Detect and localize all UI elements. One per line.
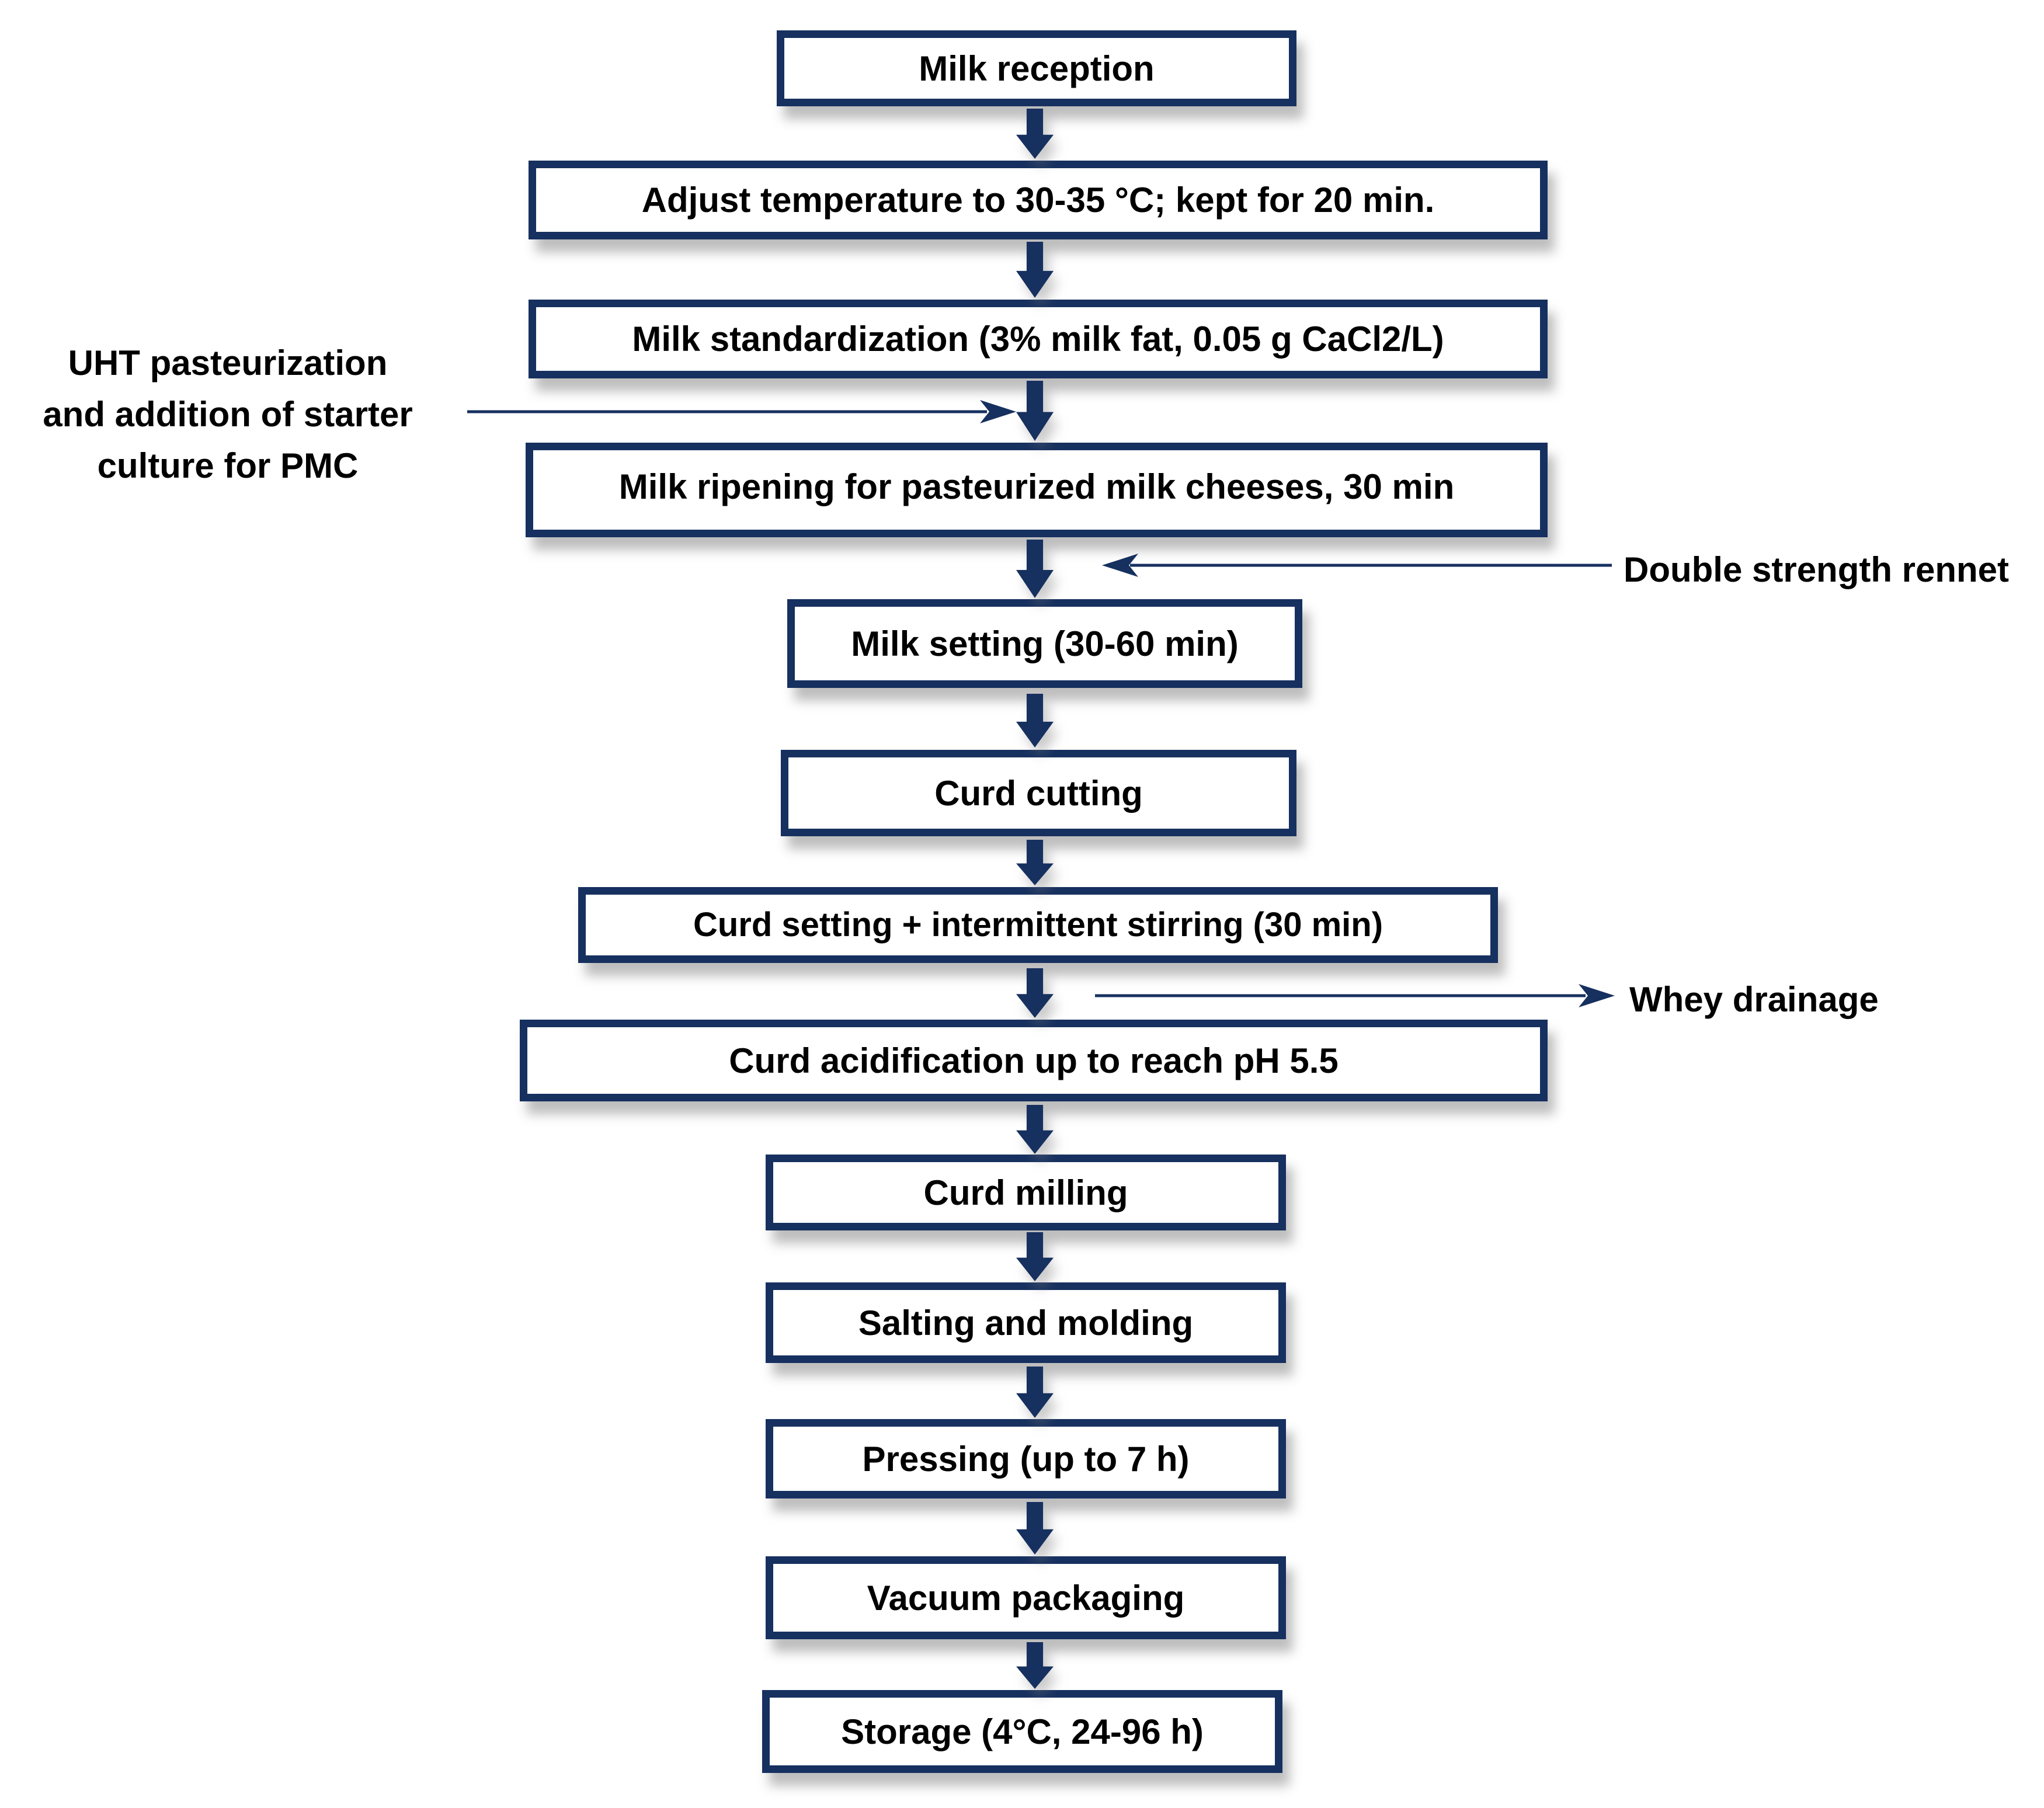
rennet-annotation-label: Double strength rennet — [1624, 550, 2010, 589]
step-box-milk-reception: Milk reception — [777, 30, 1296, 106]
flow-arrow-down-1 — [1016, 109, 1054, 159]
flow-arrow-down-12 — [1016, 1642, 1054, 1689]
flow-arrow-down-2 — [1016, 242, 1054, 298]
flow-arrow-down-5 — [1016, 694, 1054, 747]
flow-arrow-down-6 — [1016, 840, 1054, 885]
step-box-milk-ripening: Milk ripening for pasteurized milk chees… — [526, 443, 1548, 537]
step-box-salting-molding: Salting and molding — [766, 1282, 1286, 1363]
step-box-adjust-temperature: Adjust temperature to 30-35 °C; kept for… — [529, 161, 1548, 239]
down-arrow-icon — [1016, 1642, 1054, 1689]
down-arrow-icon — [1016, 1105, 1054, 1154]
step-box-curd-setting-stirring: Curd setting + intermittent stirring (30… — [578, 887, 1498, 963]
rennet-annotation-arrow — [1102, 554, 1612, 577]
step-box-vacuum-packaging: Vacuum packaging — [766, 1556, 1286, 1639]
step-box-curd-milling: Curd milling — [766, 1155, 1286, 1230]
step-box-milk-setting: Milk setting (30-60 min) — [787, 599, 1302, 688]
step-box-milk-standardization: Milk standardization (3% milk fat, 0.05 … — [529, 300, 1548, 378]
down-arrow-icon — [1016, 381, 1054, 441]
flow-arrow-down-3 — [1016, 381, 1054, 441]
step-box-curd-acidification: Curd acidification up to reach pH 5.5 — [520, 1020, 1548, 1101]
down-arrow-icon — [1016, 1502, 1054, 1555]
step-box-pressing: Pressing (up to 7 h) — [766, 1419, 1286, 1498]
down-arrow-icon — [1016, 1232, 1054, 1281]
whey-annotation-label: Whey drainage — [1629, 980, 1879, 1019]
down-arrow-icon — [1016, 540, 1054, 598]
uht-annotation-arrow — [467, 400, 1016, 423]
down-arrow-icon — [1016, 1367, 1054, 1418]
flow-arrow-down-9 — [1016, 1232, 1054, 1281]
step-box-curd-cutting: Curd cutting — [781, 750, 1296, 836]
whey-annotation-arrow — [1095, 984, 1615, 1007]
down-arrow-icon — [1016, 840, 1054, 885]
step-box-storage: Storage (4°C, 24-96 h) — [762, 1690, 1282, 1773]
down-arrow-icon — [1016, 694, 1054, 747]
flow-arrow-down-7 — [1016, 968, 1054, 1018]
down-arrow-icon — [1016, 242, 1054, 298]
flow-arrow-down-11 — [1016, 1502, 1054, 1555]
flow-arrow-down-4 — [1016, 540, 1054, 598]
flow-arrow-down-10 — [1016, 1367, 1054, 1418]
uht-annotation-label: UHT pasteurization and addition of start… — [43, 343, 413, 486]
flow-arrow-down-8 — [1016, 1105, 1054, 1154]
down-arrow-icon — [1016, 109, 1054, 159]
down-arrow-icon — [1016, 968, 1054, 1018]
